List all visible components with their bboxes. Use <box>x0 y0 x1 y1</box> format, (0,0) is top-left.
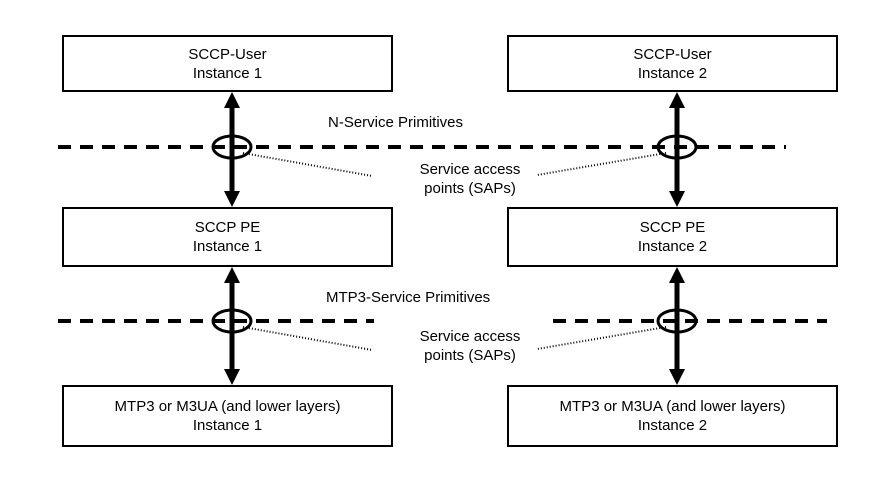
box-label-line1: SCCP-User <box>633 45 712 63</box>
box-label-line2: Instance 2 <box>637 64 708 82</box>
box-mtp3-2[interactable]: MTP3 or M3UA (and lower layers) Instance… <box>507 385 838 447</box>
label-sap-lower-line1: Service access <box>419 328 521 345</box>
box-sccp-pe-2[interactable]: SCCP PE Instance 2 <box>507 207 838 267</box>
leader-upper-right <box>536 152 667 176</box>
box-label-line1: SCCP-User <box>188 45 267 63</box>
label-sap-upper-line2: points (SAPs) <box>424 180 516 197</box>
box-label-line2: Instance 1 <box>192 238 263 255</box>
label-n-service-primitives: N-Service Primitives <box>328 114 464 131</box>
box-label-line2: Instance 2 <box>637 417 708 434</box>
box-sccp-user-2[interactable]: SCCP-User Instance 2 <box>507 35 838 92</box>
box-label-line1: MTP3 or M3UA (and lower layers) <box>114 398 341 415</box>
label-sap-upper-line1: Service access <box>419 161 521 178</box>
box-sccp-pe-1[interactable]: SCCP PE Instance 1 <box>62 207 393 267</box>
leader-lower-right <box>536 326 667 350</box>
leader-lower-left <box>242 326 373 351</box>
box-label-line1: SCCP PE <box>639 219 706 236</box>
label-sap-lower: Service access points (SAPs) <box>385 327 555 365</box>
box-label-line1: SCCP PE <box>194 219 261 236</box>
box-sccp-user-1[interactable]: SCCP-User Instance 1 <box>62 35 393 92</box>
label-sap-lower-line2: points (SAPs) <box>424 347 516 364</box>
box-label-line2: Instance 2 <box>637 238 708 255</box>
box-label-line2: Instance 1 <box>192 64 263 82</box>
box-mtp3-1[interactable]: MTP3 or M3UA (and lower layers) Instance… <box>62 385 393 447</box>
label-sap-upper: Service access points (SAPs) <box>385 160 555 198</box>
box-label-line1: MTP3 or M3UA (and lower layers) <box>559 398 786 415</box>
box-label-line2: Instance 1 <box>192 417 263 434</box>
leader-upper-left <box>242 152 373 177</box>
label-mtp3-service-primitives: MTP3-Service Primitives <box>326 289 491 306</box>
